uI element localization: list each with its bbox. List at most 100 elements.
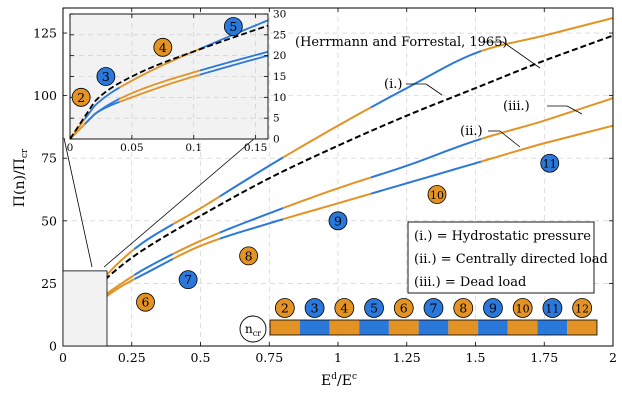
y-tick-label: 30: [273, 9, 286, 21]
legend: (i.) = Hydrostatic pressure (ii.) = Cent…: [407, 221, 608, 294]
x-tick-label: 0.25: [118, 350, 146, 365]
series-1-segment: [84, 86, 120, 120]
legend-entry: (iii.) = Dead load: [414, 275, 526, 290]
series-2-segment: [219, 218, 284, 240]
region-label-circle: [153, 37, 173, 57]
n-cr-value: 4: [340, 301, 348, 316]
region-label-circle: [239, 246, 259, 266]
y-tick-label: 0: [49, 339, 57, 354]
region-label-circle: [96, 67, 116, 86]
series-2-segment: [119, 73, 201, 103]
y-tick-label: 0: [273, 134, 280, 146]
n-cr-value: 2: [281, 301, 289, 316]
x-tick-label: 0.05: [120, 142, 143, 154]
region-label-circle: [328, 211, 348, 231]
y-tick-label: 20: [273, 50, 286, 62]
n-cr-bar-frame: [269, 319, 598, 336]
y-tick-label: 15: [273, 71, 286, 83]
y-tick-label: 50: [41, 213, 57, 228]
legend-box: [407, 221, 595, 294]
series-2-segment: [199, 54, 268, 76]
n-cr-value: 6: [400, 301, 408, 316]
y-tick-label: 75: [41, 151, 57, 166]
n-cr-bar-cell: [537, 320, 568, 335]
n-cr-bar-cell: [329, 320, 360, 335]
series-2-segment: [134, 257, 174, 280]
x-tick-label: 0.75: [255, 350, 283, 365]
inset-series: [70, 0, 565, 139]
y-axis-label: Π(n)/Πcr: [12, 148, 30, 207]
x-tick-label: 1.25: [393, 350, 421, 365]
n-cr-bar-cell: [299, 320, 330, 335]
x-tick-label: 0: [67, 142, 74, 154]
region-label-text: 3: [102, 69, 110, 84]
x-tick-label: 0.5: [191, 350, 211, 365]
series-1-segment: [370, 50, 482, 109]
n-cr-marker: [274, 298, 295, 318]
x-tick-label: 0.1: [185, 142, 202, 154]
region-label-text: 4: [159, 40, 167, 55]
region-label-text: 5: [229, 19, 237, 34]
series-annotations: (Herrmann and Forrestal, 1965) (i.) (iii…: [295, 35, 583, 148]
series-ii-leader-2: [499, 130, 521, 148]
n-cr-marker: [393, 298, 414, 318]
x-axis-label: Ed/Ec: [321, 372, 357, 389]
series-3-segment: [199, 50, 268, 72]
n-cr-bar-cell: [567, 320, 597, 335]
series-1-segment: [219, 156, 284, 198]
series-3-segment: [392, 0, 565, 21]
series-3-segment: [119, 69, 201, 100]
reference-leader-2: [502, 41, 541, 69]
n-cr-value: 10: [516, 303, 530, 316]
n-cr-bar-cell: [270, 320, 300, 335]
region-label-circle: [136, 292, 155, 312]
x-tick-label: 0.15: [244, 142, 267, 154]
region-label-text: 10: [430, 189, 444, 202]
series-3-segment: [84, 98, 120, 125]
region-label-text: 7: [184, 272, 192, 287]
y-tick-label: 5: [273, 113, 280, 125]
n-cr-value: 9: [489, 301, 497, 316]
series-i-leader-2: [425, 83, 443, 96]
n-cr-marker: [334, 298, 355, 318]
legend-entry: (ii.) = Centrally directed load: [414, 252, 608, 267]
series-2-segment: [282, 192, 372, 221]
region-label-circle: [427, 185, 447, 204]
series-1-segment: [267, 19, 268, 21]
series-1-segment: [282, 106, 372, 159]
series-iii-leader-2: [566, 105, 583, 115]
region-label-text: 8: [245, 248, 253, 263]
n-cr-marker: [423, 298, 444, 318]
n-cr-marker: [364, 298, 384, 318]
x-tick-label: 2: [609, 350, 617, 365]
region-label-circle: [71, 87, 91, 107]
n-cr-marker: [304, 298, 325, 318]
series-iii-label: (iii.): [503, 99, 530, 114]
region-label-text: 9: [334, 213, 342, 228]
n-cr-marker: [572, 298, 593, 318]
n-cr-bar-cell: [478, 320, 508, 335]
n-cr-marker: [483, 298, 503, 318]
y-tick-label: 25: [41, 276, 57, 291]
n-cr-bar-cell: [448, 320, 479, 335]
reference-label: (Herrmann and Forrestal, 1965): [295, 35, 508, 50]
series-2-segment: [370, 160, 482, 195]
y-tick-label: 10: [273, 92, 286, 104]
zoom-connector-right: [103, 137, 256, 268]
series-3-segment: [480, 97, 613, 140]
n-cr-value: 8: [459, 301, 467, 316]
n-cr-marker: [453, 298, 474, 318]
series-1-segment: [106, 248, 136, 276]
region-label-text: 2: [77, 90, 85, 105]
n-cr-value: 5: [370, 301, 378, 316]
y-tick-label: 125: [33, 26, 57, 41]
x-tick-label: 1: [334, 350, 342, 365]
series-2-segment: [172, 237, 221, 260]
region-label-circle: [540, 153, 560, 173]
